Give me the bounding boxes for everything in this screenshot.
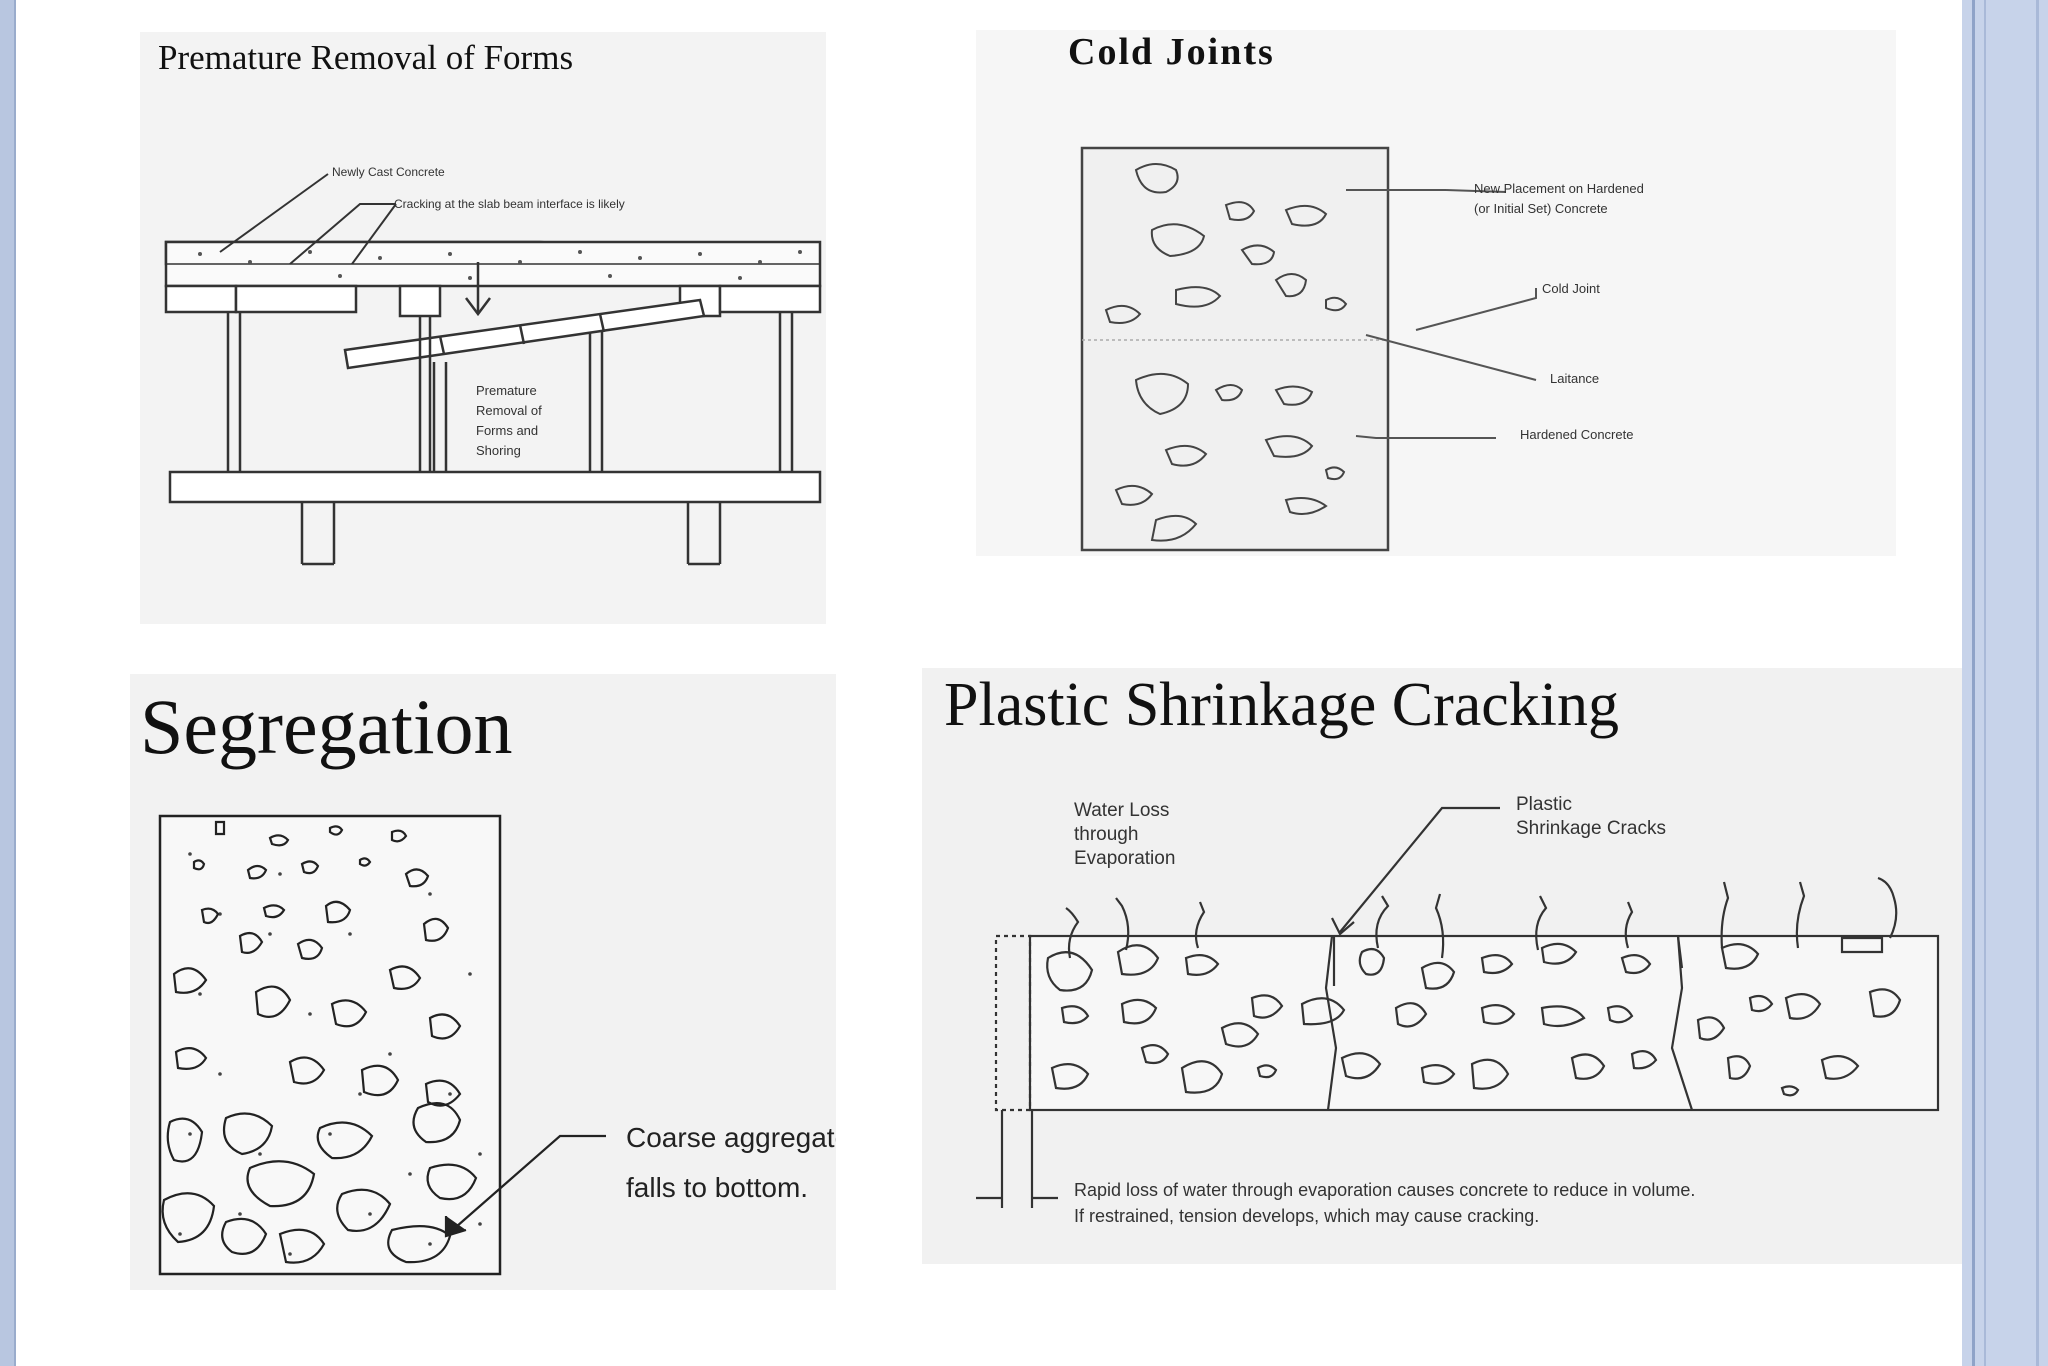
label-water-loss: through <box>1074 824 1139 845</box>
panel-title: Segregation <box>140 683 513 770</box>
panel-title: Cold Joints <box>1068 31 1275 73</box>
label-plastic-cracks: Shrinkage Cracks <box>1516 818 1666 839</box>
label-premature: Premature <box>476 383 537 398</box>
border-line <box>1984 0 1986 1366</box>
label-coarse-aggregate: falls to bottom. <box>626 1172 809 1203</box>
label-laitance: Laitance <box>1550 371 1600 386</box>
label-water-loss: Evaporation <box>1074 848 1176 869</box>
label-premature: Forms and <box>476 423 539 438</box>
cold-joints-panel: Cold Joints <box>976 30 1896 556</box>
label-coarse-aggregate: Coarse aggregate <box>626 1122 836 1153</box>
label-cracking: Cracking at the slab beam interface is l… <box>394 197 625 211</box>
premature-removal-panel: Premature Removal of Forms <box>140 32 826 624</box>
segregation-diagram <box>158 814 606 1276</box>
label-cold-joint: Cold Joint <box>1542 281 1600 296</box>
cold-joint-diagram <box>1080 146 1537 552</box>
label-new-placement: (or Initial Set) Concrete <box>1474 201 1608 216</box>
shrinkage-diagram <box>976 806 1940 1208</box>
slide-left-border <box>0 0 16 1366</box>
label-water-loss: Water Loss <box>1074 800 1170 821</box>
label-hardened: Hardened Concrete <box>1520 427 1634 442</box>
label-premature: Shoring <box>476 443 521 458</box>
label-premature: Removal of <box>476 403 542 418</box>
plastic-shrinkage-panel: Plastic Shrinkage Cracking <box>922 668 1962 1264</box>
segregation-panel: Segregation <box>130 674 836 1290</box>
border-line <box>1972 0 1975 1366</box>
border-line <box>2036 0 2039 1366</box>
label-plastic-cracks: Plastic <box>1516 794 1572 815</box>
panel-title: Plastic Shrinkage Cracking <box>944 671 1619 739</box>
label-new-placement: New Placement on Hardened <box>1474 181 1644 196</box>
slide-right-border <box>1962 0 2048 1366</box>
label-newly-cast: Newly Cast Concrete <box>332 165 445 179</box>
formwork-diagram <box>164 173 822 566</box>
panel-title: Premature Removal of Forms <box>158 38 574 77</box>
caption-line: Rapid loss of water through evaporation … <box>1074 1180 1696 1200</box>
caption-line: If restrained, tension develops, which m… <box>1074 1206 1540 1226</box>
